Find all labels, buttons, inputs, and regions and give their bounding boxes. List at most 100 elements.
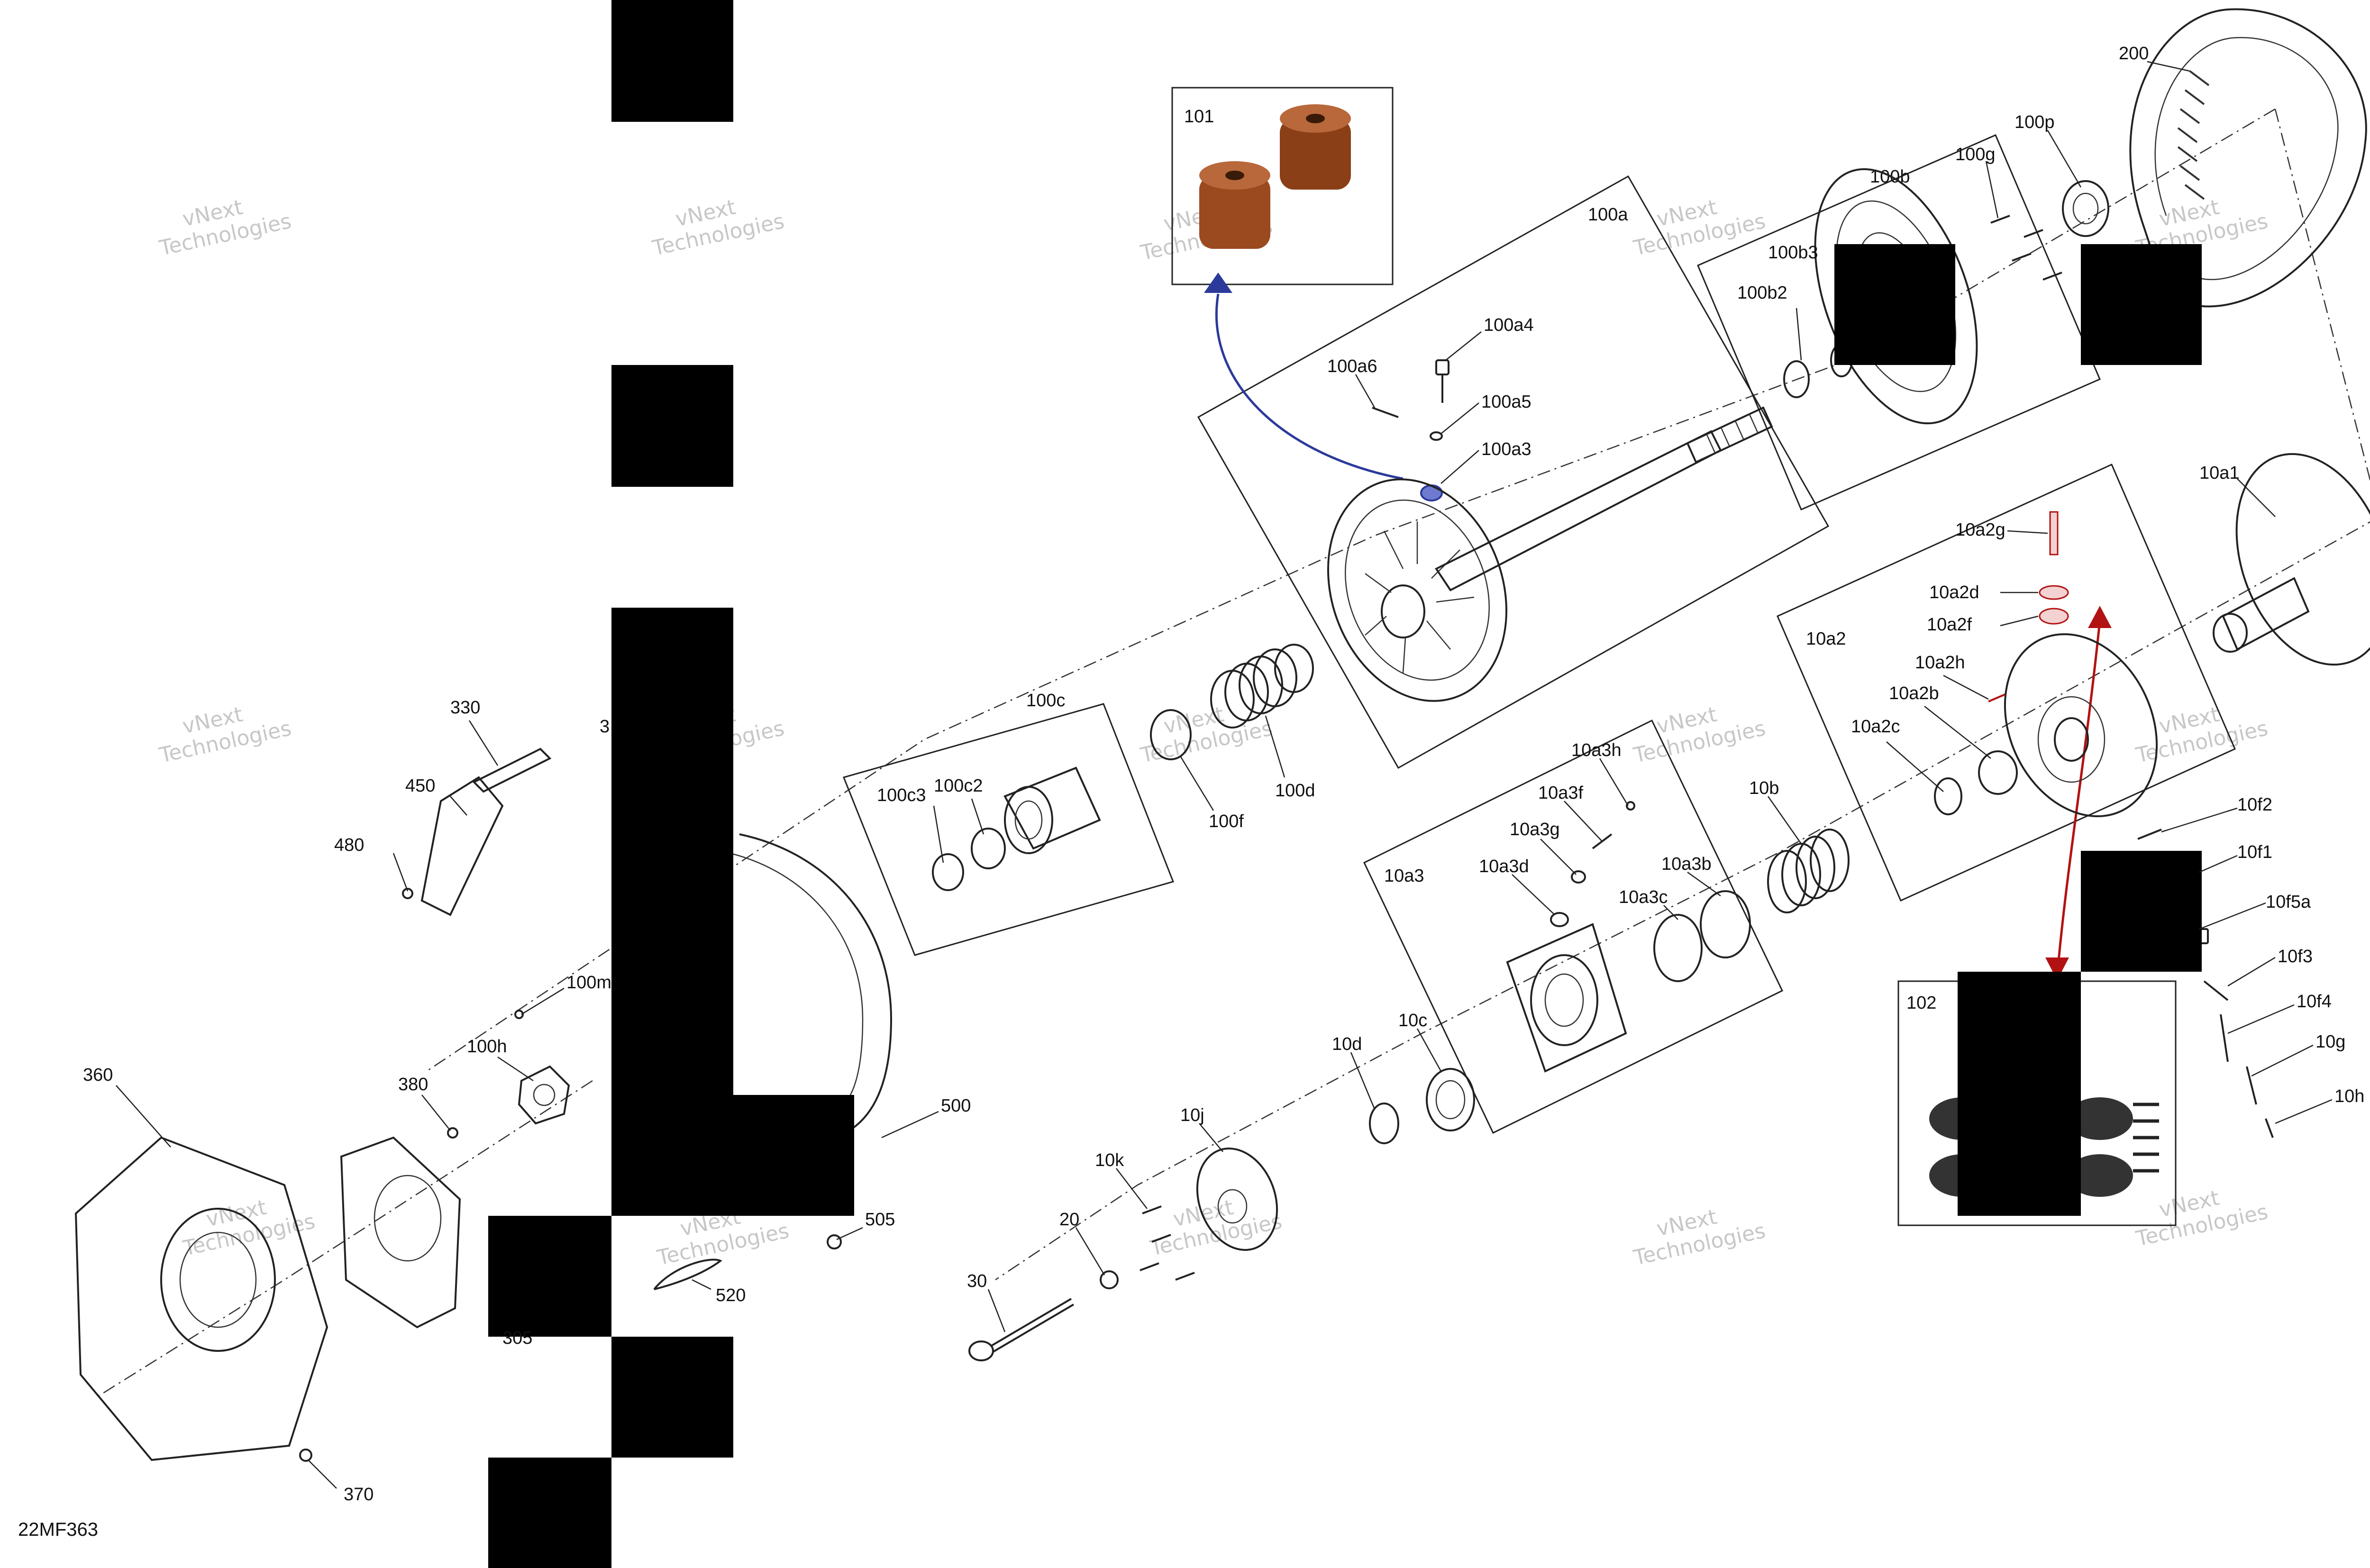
- nut-505: [827, 1234, 842, 1249]
- screw-set-10k: [1139, 1205, 1195, 1281]
- inset-101: 101: [1171, 87, 1394, 285]
- group-10a3-label: 10a3: [1384, 866, 1424, 886]
- bracket-450: [420, 776, 504, 916]
- redaction-blocks: [488, 0, 2202, 1568]
- ring-100f-b: [1274, 644, 1314, 693]
- callout-30: 30: [967, 1271, 987, 1291]
- axis-lower: [995, 521, 2370, 1281]
- callout-3: 3: [600, 717, 610, 737]
- callout-505: 505: [865, 1210, 895, 1230]
- callout-10b: 10b: [1749, 778, 1779, 798]
- arrowhead-icon: [2045, 957, 2069, 980]
- callout-10c: 10c: [1398, 1011, 1427, 1030]
- group-100c-box: 100c: [842, 691, 1174, 956]
- callout-100b3: 100b3: [1768, 243, 1818, 263]
- cam-100c: [1003, 766, 1101, 854]
- callout-labels: 200 100p 100g 100b3 100b2 100a4 100a6 10…: [83, 44, 2364, 1504]
- callout-500: 500: [941, 1096, 971, 1116]
- callout-100b2: 100b2: [1737, 283, 1787, 303]
- screw-380: [447, 1127, 458, 1139]
- screw-100m: [514, 1010, 524, 1019]
- ring-100f: [1150, 709, 1192, 760]
- callout-100a5: 100a5: [1481, 392, 1531, 412]
- callout-100c3: 100c3: [877, 785, 926, 805]
- callout-10a2c: 10a2c: [1851, 717, 1900, 737]
- callout-100m: 100m: [566, 973, 611, 993]
- callout-370: 370: [344, 1485, 374, 1504]
- group-10a3-frame: [1363, 719, 1783, 1134]
- callout-380: 380: [398, 1075, 428, 1094]
- callout-10a3b: 10a3b: [1661, 854, 1712, 874]
- bushing-icon: [1199, 161, 1270, 249]
- screw-10a3h: [1626, 801, 1635, 811]
- bushing-10a2b: [1978, 750, 2018, 795]
- group-10a2-box: 10a2: [1777, 464, 2236, 902]
- callout-100p: 100p: [2014, 112, 2055, 132]
- callout-200: 200: [2119, 44, 2149, 64]
- bushing-icon: [1280, 104, 1351, 190]
- hub-10j: [1196, 1148, 1278, 1251]
- bushing-100c2: [971, 828, 1006, 869]
- group-10a2-label: 10a2: [1806, 629, 1846, 649]
- washer-icon: [2067, 1097, 2133, 1140]
- sheave-100a: [1327, 478, 1508, 702]
- spring-100d: [1210, 648, 1297, 729]
- callout-100g: 100g: [1955, 145, 1996, 164]
- callout-10f3: 10f3: [2278, 947, 2313, 966]
- bearing-10c: [1426, 1068, 1475, 1131]
- callout-10g: 10g: [2315, 1032, 2345, 1052]
- callout-10f5a: 10f5a: [2266, 892, 2311, 912]
- callout-10f1: 10f1: [2237, 842, 2272, 862]
- nut-100h: [518, 1065, 570, 1125]
- washer-20: [1100, 1270, 1119, 1289]
- washer-10a2d: [2039, 585, 2069, 600]
- callout-100f: 100f: [1209, 811, 1244, 831]
- ring-10a2c: [1934, 777, 1962, 815]
- inset-102-pointer: [2056, 620, 2101, 977]
- pin-set-icon: [2133, 1103, 2159, 1173]
- callout-10a3f: 10a3f: [1538, 783, 1584, 803]
- spring-10b: [1767, 829, 1850, 913]
- housing-360: [74, 1136, 328, 1461]
- callout-10a3d: 10a3d: [1479, 857, 1529, 876]
- sheave-10a1: [2213, 453, 2370, 666]
- pin-100a6: [1372, 407, 1399, 418]
- screw-100a4: [1435, 359, 1449, 403]
- ring-10a3b: [1700, 890, 1751, 958]
- callout-100a3: 100a3: [1481, 439, 1531, 459]
- screw-set-100g: [1990, 215, 2062, 281]
- callout-10a1: 10a1: [2199, 463, 2240, 483]
- clip-330: [472, 748, 552, 793]
- spider-10a3: [1506, 923, 1627, 1073]
- pin-10a2h: [1988, 693, 2005, 702]
- callout-10d: 10d: [1332, 1034, 1362, 1054]
- shaft-100a: [1435, 406, 1773, 592]
- washer-icon: [2067, 1154, 2133, 1197]
- inset-101-label: 101: [1184, 107, 1214, 127]
- group-10a3-box: 10a3: [1363, 719, 1783, 1134]
- screw-10a2g: [2049, 511, 2059, 556]
- ring-100c3: [932, 853, 964, 891]
- axis-right-loop: [2274, 109, 2370, 482]
- guard-500: [729, 833, 893, 1139]
- callout-10a2h: 10a2h: [1915, 653, 1965, 673]
- hardware-10f: [2137, 829, 2274, 1138]
- arrowhead-icon: [1204, 273, 1232, 293]
- callout-10k: 10k: [1095, 1150, 1124, 1170]
- callout-360: 360: [83, 1065, 113, 1085]
- callout-10a3g: 10a3g: [1510, 820, 1560, 839]
- group-100a-box: 100a: [1197, 175, 1830, 769]
- group-100c-label: 100c: [1026, 691, 1065, 711]
- roller-10a3d: [1550, 912, 1569, 927]
- callout-305: 305: [502, 1328, 532, 1348]
- inset-101-frame: [1171, 87, 1394, 285]
- bearing-100p: [2062, 180, 2109, 237]
- callout-10a2f: 10a2f: [1927, 615, 1972, 635]
- pin-520: [653, 1258, 722, 1290]
- callout-10a3c: 10a3c: [1619, 887, 1668, 907]
- callout-100a6: 100a6: [1327, 356, 1377, 376]
- callout-10a2g: 10a2g: [1955, 520, 2005, 540]
- callout-520: 520: [716, 1285, 746, 1305]
- group-100a-label: 100a: [1588, 205, 1628, 225]
